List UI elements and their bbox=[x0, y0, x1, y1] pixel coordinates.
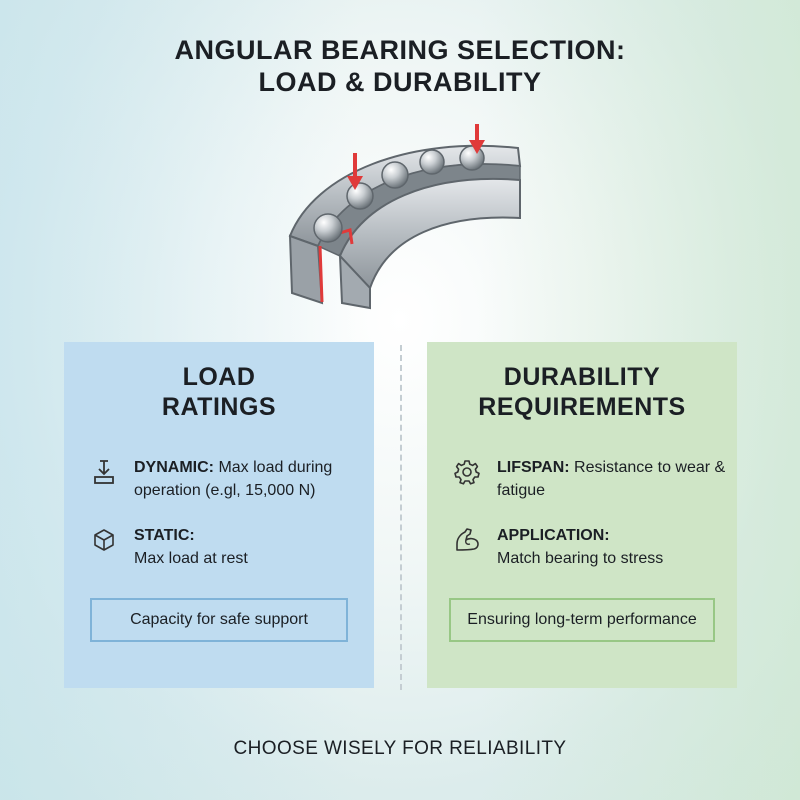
application-description: Match bearing to stress bbox=[497, 550, 664, 567]
load-arrow-right bbox=[469, 124, 485, 154]
durability-title: DURABILITY REQUIREMENTS bbox=[427, 362, 737, 422]
dynamic-description: Max load during operation (e.gl, 15,000 … bbox=[134, 459, 333, 499]
load-ratings-panel: LOAD RATINGS DYNAMIC: Max load during op… bbox=[64, 342, 374, 688]
title-line-1: ANGULAR BEARING SELECTION: bbox=[174, 35, 626, 65]
inner-ring-face bbox=[338, 253, 371, 310]
lifespan-description: Resistance to wear & fatigue bbox=[497, 459, 726, 499]
durability-requirements-panel: DURABILITY REQUIREMENTS LIFSPAN: Resista… bbox=[427, 342, 737, 688]
load-title-line-1: LOAD bbox=[182, 363, 256, 391]
ball-5 bbox=[459, 145, 485, 171]
center-divider bbox=[400, 345, 402, 690]
lifespan-text: LIFSPAN: Resistance to wear & fatigue bbox=[497, 456, 729, 502]
ball-4 bbox=[419, 149, 445, 175]
title-line-2: LOAD & DURABILITY bbox=[258, 67, 542, 97]
durability-title-line-1: DURABILITY bbox=[503, 363, 661, 391]
outer-ring-face bbox=[288, 234, 324, 305]
gear-icon bbox=[454, 460, 480, 485]
load-ratings-title: LOAD RATINGS bbox=[64, 362, 374, 422]
application-label: APPLICATION: bbox=[497, 527, 610, 544]
static-load-text: STATIC: Max load at rest bbox=[134, 524, 366, 570]
lifespan-label: LIFSPAN: bbox=[497, 459, 570, 476]
page-title: ANGULAR BEARING SELECTION: LOAD & DURABI… bbox=[0, 34, 800, 98]
load-arrow-left bbox=[347, 153, 363, 190]
durability-title-line-2: REQUIREMENTS bbox=[478, 393, 686, 421]
capacity-summary-box: Capacity for safe support bbox=[90, 598, 348, 642]
ball-3 bbox=[381, 161, 409, 189]
static-label: STATIC: bbox=[134, 527, 195, 544]
performance-summary-box: Ensuring long-term performance bbox=[449, 598, 715, 642]
download-weight-icon bbox=[94, 460, 114, 484]
angular-bearing-illustration bbox=[288, 124, 522, 310]
flexed-arm-icon bbox=[456, 528, 479, 551]
dynamic-label: DYNAMIC: bbox=[134, 459, 214, 476]
application-text: APPLICATION: Match bearing to stress bbox=[497, 524, 729, 570]
dynamic-load-text: DYNAMIC: Max load during operation (e.gl… bbox=[134, 456, 366, 502]
load-title-line-2: RATINGS bbox=[161, 393, 277, 421]
inner-ring bbox=[338, 178, 521, 290]
ball-2 bbox=[346, 182, 374, 210]
footer-tagline: CHOOSE WISELY FOR RELIABILITY bbox=[233, 738, 567, 759]
ball-1 bbox=[313, 213, 343, 243]
static-description: Max load at rest bbox=[134, 550, 248, 567]
cube-icon bbox=[94, 529, 114, 551]
